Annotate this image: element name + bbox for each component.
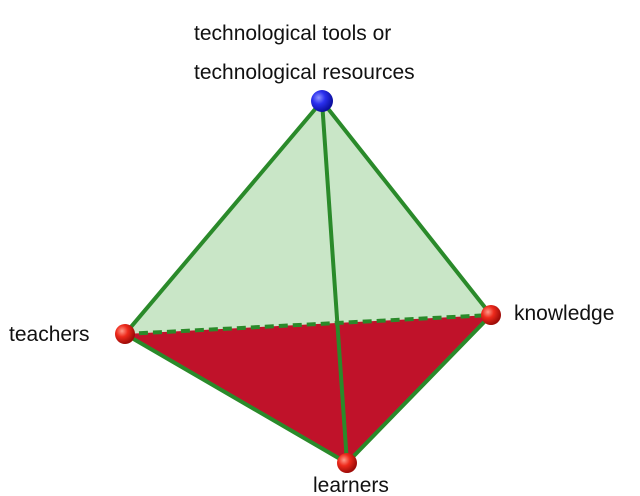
edge-apex-teachers [123, 99, 324, 336]
lower-face [125, 315, 491, 463]
teachers-vertex [115, 324, 135, 344]
edge-teachers-knowledge-hidden [124, 313, 492, 336]
teachers-label: teachers [9, 323, 90, 346]
edge-teachers-learners [123, 332, 349, 465]
edge-apex-knowledge [320, 99, 493, 317]
apex-vertex [311, 90, 333, 112]
upper-face [125, 101, 491, 334]
learners-vertex [337, 453, 357, 473]
apex-label-line-1: technological tools or [194, 22, 391, 45]
edge-knowledge-learners [345, 313, 493, 465]
knowledge-label: knowledge [514, 302, 614, 325]
knowledge-vertex [481, 305, 501, 325]
edge-apex-learners [320, 99, 349, 465]
apex-label-line-2: technological resources [194, 61, 415, 84]
learners-label: learners [313, 474, 389, 496]
